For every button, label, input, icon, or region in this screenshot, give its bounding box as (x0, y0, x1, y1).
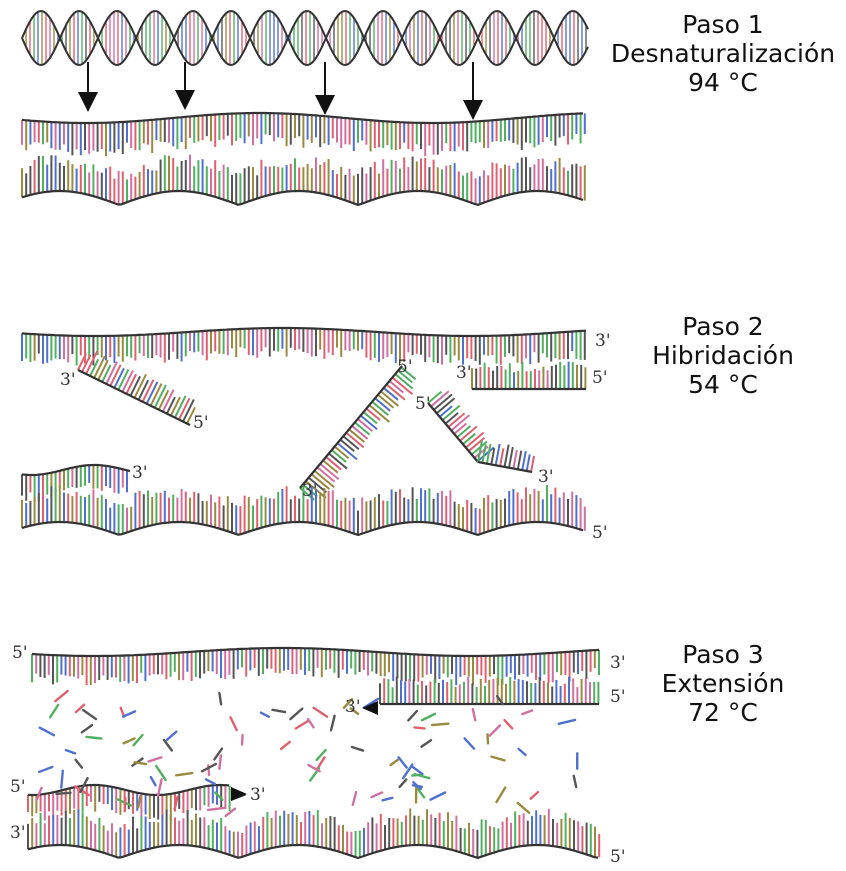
denaturation-arrows (88, 62, 473, 110)
free-primer-bent-tail (478, 441, 534, 472)
end-label-5prime: 5' (610, 847, 626, 867)
step-temperature: 72 °C (598, 698, 846, 727)
step-2-label: Paso 2 Hibridación 54 °C (598, 312, 846, 399)
step-name: Extensión (598, 669, 846, 698)
end-label-3prime: 3' (60, 370, 76, 390)
step-name: Hibridación (598, 341, 846, 370)
template-strand-top (22, 328, 586, 366)
end-label-5prime: 5' (193, 413, 209, 433)
step-title: Paso 2 (598, 312, 846, 341)
free-primer-diagonal (300, 366, 416, 500)
extending-strand-right (380, 677, 599, 704)
end-label-5prime: 5' (397, 357, 413, 377)
end-label-5prime: 5' (415, 394, 431, 414)
end-label-5prime: 5' (10, 777, 26, 797)
step-3-label: Paso 3 Extensión 72 °C (598, 640, 846, 727)
end-label-3prime: 3' (538, 467, 554, 487)
end-label-3prime: 3' (302, 481, 318, 501)
dna-strands (22, 11, 599, 858)
strand-end-labels: 3' 3' 5' 3' 5' 5' 3' 5' 3' 3' 5' 5' 3' 5… (10, 331, 626, 867)
double-helix (22, 11, 588, 65)
single-strand-top (22, 113, 585, 156)
end-label-3prime: 3' (456, 363, 472, 383)
single-strand-bottom (22, 155, 585, 205)
step-title: Paso 1 (598, 10, 846, 39)
template-strand-top-ext (32, 648, 599, 686)
template-strand-bottom-ext (28, 808, 599, 858)
step-title: Paso 3 (598, 640, 846, 669)
end-label-3prime: 3' (250, 785, 266, 805)
end-label-5prime: 5' (12, 643, 28, 663)
free-primer-left (78, 351, 195, 425)
end-label-3prime: 3' (132, 463, 148, 483)
step-1-label: Paso 1 Desnaturalización 94 °C (598, 10, 846, 97)
annealed-primer-right (472, 362, 586, 389)
extension-arrowhead (231, 787, 247, 801)
free-nucleotides (37, 691, 577, 816)
end-label-3prime: 3' (345, 697, 361, 717)
step-name: Desnaturalización (598, 39, 846, 68)
step-temperature: 54 °C (598, 370, 846, 399)
end-label-5prime: 5' (592, 523, 608, 543)
end-label-3prime: 3' (10, 823, 26, 843)
step-temperature: 94 °C (598, 68, 846, 97)
